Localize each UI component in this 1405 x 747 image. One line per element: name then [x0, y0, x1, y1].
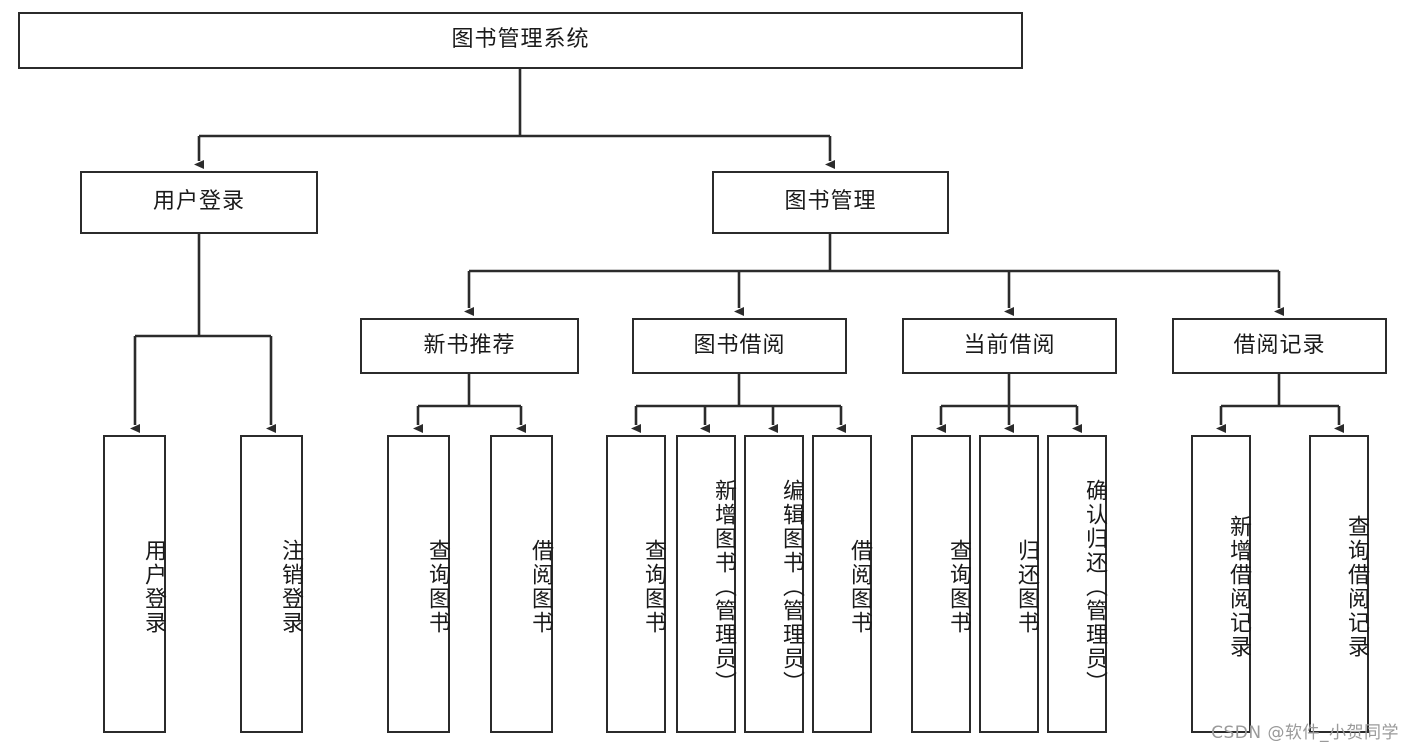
- node-book-borrow-label: 图书借阅: [693, 332, 786, 358]
- node-user-login-label: 用户登录: [152, 189, 245, 215]
- leaf-return-book-label: 归还图书: [1014, 539, 1039, 635]
- leaf-return-book[interactable]: 归还图书: [979, 435, 1039, 733]
- node-current-borrow[interactable]: 当前借阅: [902, 318, 1117, 374]
- leaf-query-record-label: 查询借阅记录: [1344, 515, 1369, 659]
- leaf-edit-book[interactable]: 编辑图书（管理员）: [744, 435, 804, 733]
- leaf-user-logout[interactable]: 注销登录: [240, 435, 303, 733]
- leaf-add-record-label: 新增借阅记录: [1226, 515, 1251, 659]
- node-book-manage-label: 图书管理: [784, 189, 877, 215]
- leaf-confirm-return[interactable]: 确认归还（管理员）: [1047, 435, 1107, 733]
- node-new-book-recommend[interactable]: 新书推荐: [360, 318, 579, 374]
- node-book-manage[interactable]: 图书管理: [712, 171, 949, 234]
- leaf-user-login-label: 用户登录: [141, 539, 166, 635]
- node-current-borrow-label: 当前借阅: [963, 332, 1056, 358]
- leaf-borrow-book-2[interactable]: 借阅图书: [812, 435, 872, 733]
- leaf-confirm-return-label: 确认归还（管理员）: [1082, 479, 1107, 695]
- node-borrow-record[interactable]: 借阅记录: [1172, 318, 1387, 374]
- node-root[interactable]: 图书管理系统: [18, 12, 1023, 69]
- leaf-borrow-book-1-label: 借阅图书: [528, 539, 553, 635]
- leaf-borrow-book-1[interactable]: 借阅图书: [490, 435, 553, 733]
- leaf-add-book-label: 新增图书（管理员）: [711, 479, 736, 695]
- node-new-book-recommend-label: 新书推荐: [423, 332, 516, 358]
- leaf-borrow-book-2-label: 借阅图书: [847, 539, 872, 635]
- leaf-query-book-2-label: 查询图书: [641, 539, 666, 635]
- leaf-add-book[interactable]: 新增图书（管理员）: [676, 435, 736, 733]
- node-book-borrow[interactable]: 图书借阅: [632, 318, 847, 374]
- leaf-query-book-1[interactable]: 查询图书: [387, 435, 450, 733]
- leaf-user-login[interactable]: 用户登录: [103, 435, 166, 733]
- node-user-login[interactable]: 用户登录: [80, 171, 318, 234]
- leaf-query-book-2[interactable]: 查询图书: [606, 435, 666, 733]
- leaf-query-book-3-label: 查询图书: [946, 539, 971, 635]
- leaf-edit-book-label: 编辑图书（管理员）: [779, 479, 804, 695]
- leaf-add-record[interactable]: 新增借阅记录: [1191, 435, 1251, 733]
- leaf-user-logout-label: 注销登录: [278, 539, 303, 635]
- leaf-query-book-1-label: 查询图书: [425, 539, 450, 635]
- node-root-label: 图书管理系统: [451, 27, 590, 53]
- leaf-query-record[interactable]: 查询借阅记录: [1309, 435, 1369, 733]
- node-borrow-record-label: 借阅记录: [1233, 332, 1326, 358]
- watermark: CSDN @软件_小贺同学: [1211, 723, 1399, 743]
- leaf-query-book-3[interactable]: 查询图书: [911, 435, 971, 733]
